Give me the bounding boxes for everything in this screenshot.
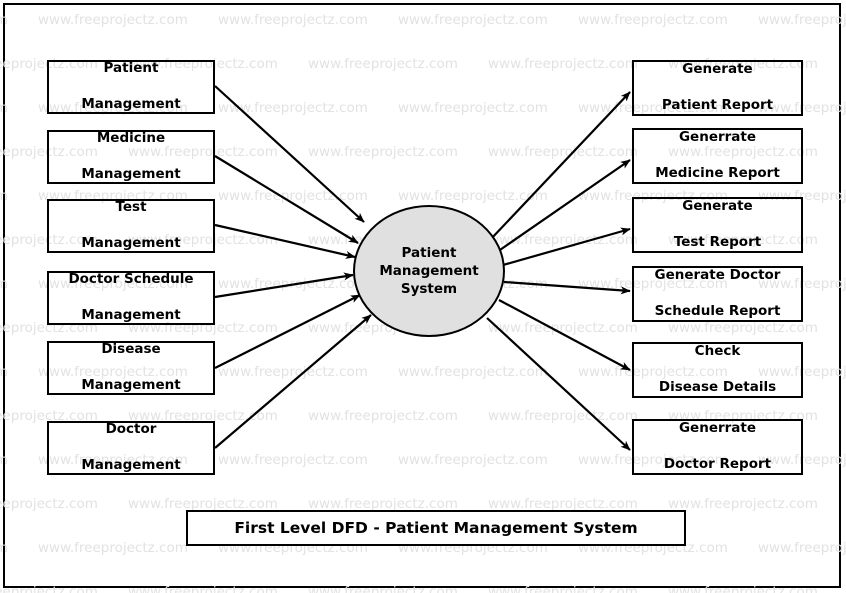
entity-test-management[interactable]: Test Management — [47, 199, 215, 253]
entity-line2: Doctor Report — [663, 455, 772, 472]
entity-line1: Generate Doctor — [654, 267, 781, 284]
entity-generate-test-report[interactable]: Generate Test Report — [632, 197, 803, 253]
entity-line1: Check — [694, 343, 741, 360]
entity-disease-management[interactable]: Disease Management — [47, 341, 215, 395]
flow-out-1 — [489, 91, 631, 241]
entity-line1: Generate — [682, 61, 753, 78]
entity-line2: Management — [81, 306, 181, 323]
flow-in-2 — [214, 155, 359, 244]
entity-line1: Generrate — [678, 129, 757, 146]
entity-line2: Patient Report — [661, 96, 774, 113]
entity-line1: Disease — [101, 341, 161, 358]
entity-line1: Test — [115, 199, 147, 216]
entity-patient-management[interactable]: Patient Management — [47, 60, 215, 114]
entity-line1: Generrate — [678, 420, 757, 437]
flow-out-2 — [496, 159, 631, 253]
diagram-title: First Level DFD - Patient Management Sys… — [234, 519, 638, 537]
entity-line1: Patient — [103, 60, 159, 77]
flow-out-6 — [486, 317, 631, 451]
entity-line2: Management — [81, 234, 181, 251]
entity-line1: Doctor — [105, 421, 157, 438]
entity-line1: Doctor Schedule — [68, 271, 194, 288]
entity-generate-doctor-schedule-report[interactable]: Generate Doctor Schedule Report — [632, 266, 803, 322]
flow-out-3 — [502, 227, 631, 267]
process-line1: Patient — [401, 244, 457, 261]
entity-generate-doctor-report[interactable]: Generrate Doctor Report — [632, 419, 803, 475]
diagram-title-box: First Level DFD - Patient Management Sys… — [186, 510, 686, 546]
process-line3: System — [400, 281, 458, 298]
process-line2: Management — [379, 262, 479, 279]
entity-line2: Medicine Report — [655, 164, 780, 181]
entity-line2: Test Report — [673, 233, 762, 250]
entity-line1: Medicine — [96, 130, 166, 147]
entity-line2: Schedule Report — [654, 302, 781, 319]
entity-generate-medicine-report[interactable]: Generrate Medicine Report — [632, 128, 803, 184]
flow-in-5 — [214, 294, 361, 369]
flow-out-4 — [503, 280, 631, 295]
entity-line1: Generate — [682, 198, 753, 215]
flow-in-3 — [214, 223, 356, 259]
process-patient-management-system[interactable]: Patient Management System — [353, 205, 505, 337]
entity-doctor-management[interactable]: Doctor Management — [47, 421, 215, 475]
flow-in-4 — [214, 272, 354, 299]
entity-line2: Management — [81, 165, 181, 182]
flow-out-5 — [498, 299, 631, 371]
entity-medicine-management[interactable]: Medicine Management — [47, 130, 215, 184]
entity-line2: Management — [81, 95, 181, 112]
entity-line2: Disease Details — [658, 378, 777, 395]
flow-in-1 — [214, 85, 365, 223]
entity-line2: Management — [81, 376, 181, 393]
entity-doctor-schedule-management[interactable]: Doctor Schedule Management — [47, 271, 215, 325]
entity-line2: Management — [81, 456, 181, 473]
entity-check-disease-details[interactable]: Check Disease Details — [632, 342, 803, 398]
entity-generate-patient-report[interactable]: Generate Patient Report — [632, 60, 803, 116]
flow-in-6 — [214, 314, 372, 449]
